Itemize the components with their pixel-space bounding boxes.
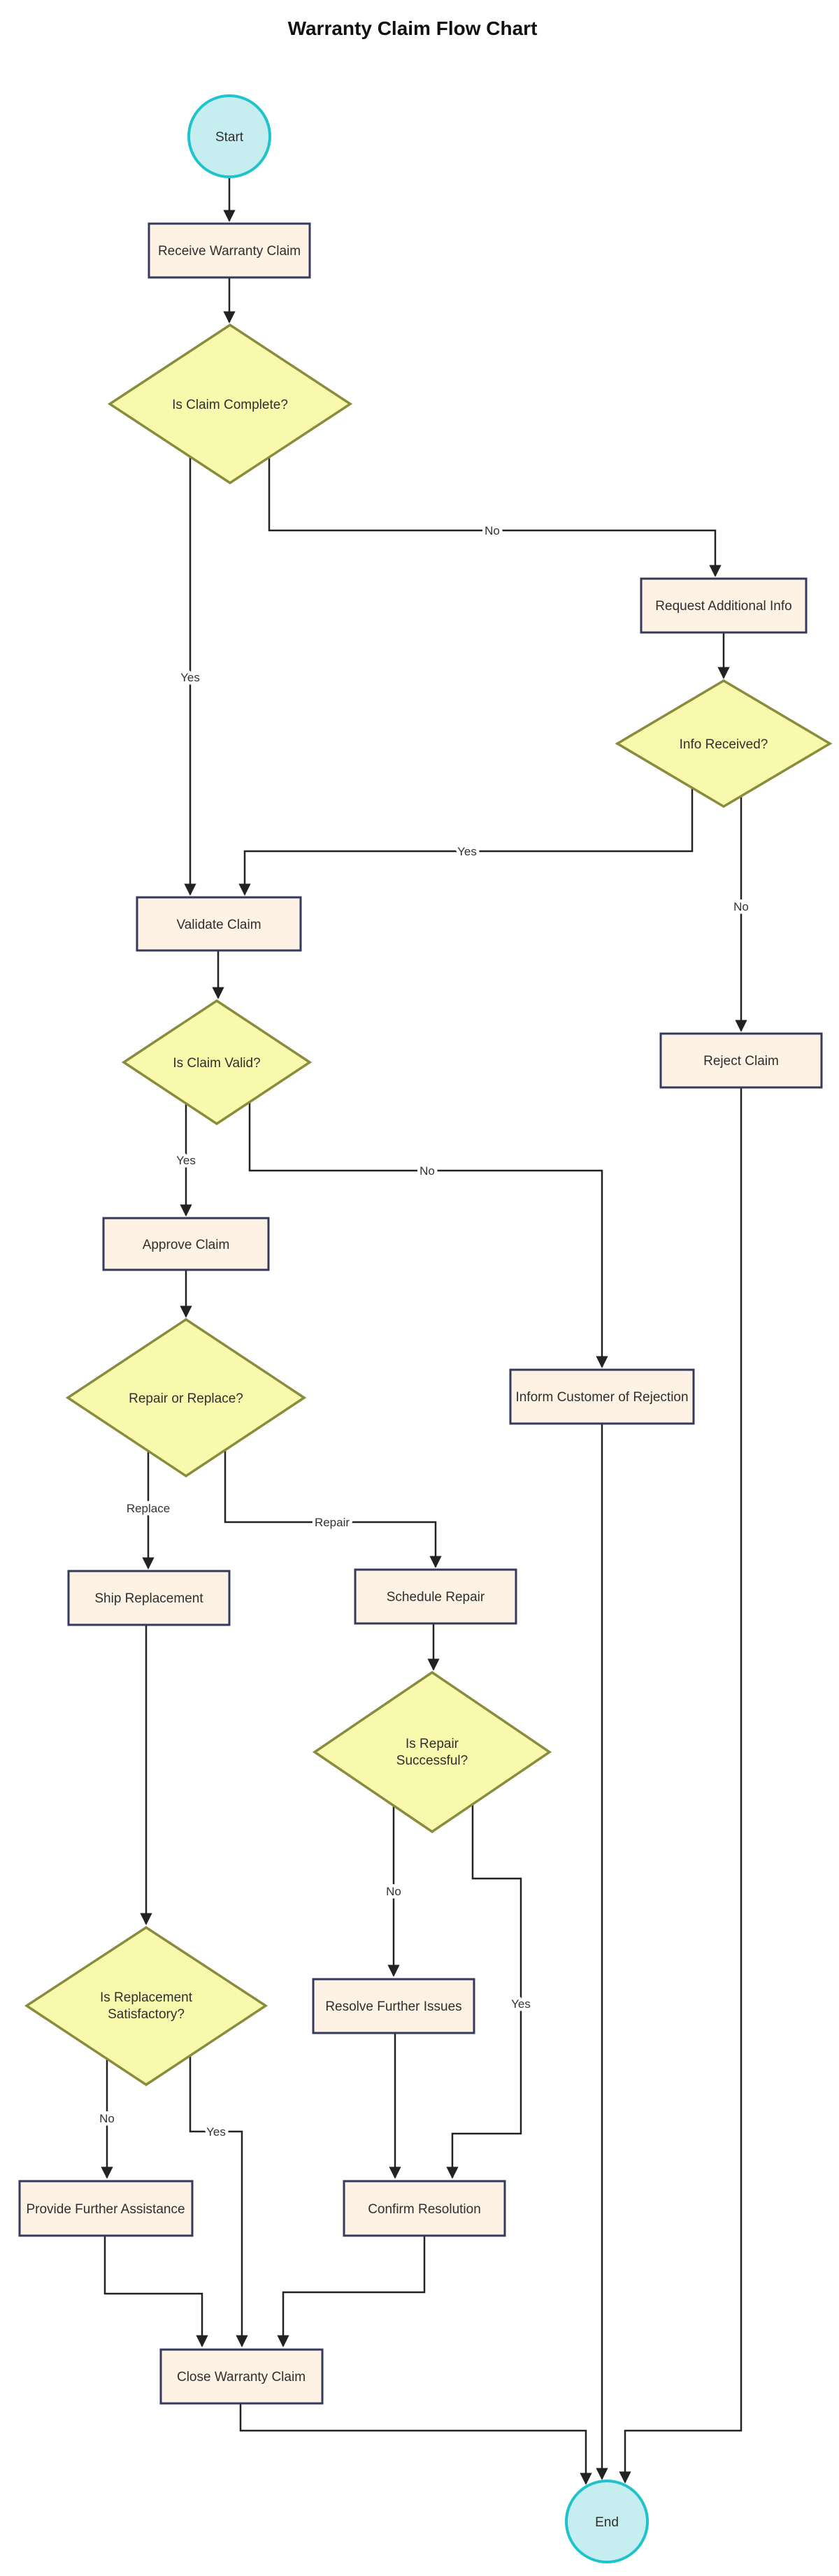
replacement-satisfactory-shape — [24, 1925, 268, 2087]
edges — [101, 177, 747, 2485]
claim-valid-label: Is Claim Valid? — [173, 1056, 260, 1071]
edge-repair-to-schedule — [224, 1450, 442, 1568]
node-info-received: Info Received? — [615, 679, 833, 809]
node-end: End — [565, 2480, 649, 2563]
edge-label-valid-yes: Yes — [176, 1154, 196, 1167]
edge-label-repair: Repair — [315, 1516, 350, 1529]
close-claim-label: Close Warranty Claim — [177, 2370, 306, 2385]
node-repair-or-replace: Repair or Replace? — [65, 1317, 307, 1478]
confirm-resolution-shape — [343, 2180, 506, 2237]
start-terminal-shape — [187, 94, 271, 178]
claim-complete-label: Is Claim Complete? — [172, 398, 288, 412]
provide-assistance-label: Provide Further Assistance — [26, 2202, 185, 2217]
node-confirm-resolution: Confirm Resolution — [343, 2180, 506, 2237]
edge-provide-to-close — [103, 2236, 208, 2347]
repair-or-replace-shape — [65, 1317, 307, 1478]
replacement-satisfactory-label-line1: Is Replacement — [100, 1990, 193, 2005]
info-received-shape — [615, 679, 833, 809]
edge-labels: No Yes Yes No Yes No Replace Repair No Y… — [96, 521, 752, 2142]
node-validate-claim: Validate Claim — [136, 896, 302, 952]
node-start: Start — [187, 94, 271, 178]
edge-label-valid-no: No — [420, 1164, 435, 1178]
confirm-resolution-label: Confirm Resolution — [368, 2202, 481, 2217]
request-info-label: Request Additional Info — [655, 599, 791, 614]
chart-title: Warranty Claim Flow Chart — [288, 17, 538, 39]
approve-claim-label: Approve Claim — [143, 1238, 230, 1252]
provide-assistance-shape — [18, 2180, 194, 2237]
edge-valid-no-to-inform — [248, 1102, 608, 1368]
validate-claim-label: Validate Claim — [176, 918, 261, 932]
edge-label-repair-no: No — [386, 1885, 401, 1898]
ship-replacement-shape — [67, 1570, 231, 1626]
info-received-label: Info Received? — [680, 737, 768, 752]
node-request-additional-info: Request Additional Info — [640, 577, 808, 634]
edge-confirm-to-close — [277, 2236, 426, 2347]
edge-complete-no-to-request — [268, 457, 722, 577]
edge-label-complete-no: No — [485, 524, 500, 537]
node-resolve-further-issues: Resolve Further Issues — [312, 1978, 475, 2034]
node-close-warranty-claim: Close Warranty Claim — [159, 2348, 324, 2405]
start-label: Start — [215, 130, 244, 145]
edge-label-repair-yes: Yes — [511, 1997, 531, 2011]
edge-label-satisfactory-yes: Yes — [206, 2125, 226, 2139]
edge-label-satisfactory-no: No — [99, 2112, 115, 2125]
resolve-issues-shape — [312, 1978, 475, 2034]
edge-label-info-no: No — [733, 900, 749, 913]
node-approve-claim: Approve Claim — [102, 1217, 270, 1271]
end-label: End — [595, 2515, 619, 2530]
node-ship-replacement: Ship Replacement — [67, 1570, 231, 1626]
edge-inforeceived-yes-to-validate — [238, 788, 694, 896]
replacement-satisfactory-label-line2: Satisfactory? — [108, 2007, 185, 2022]
reject-claim-label: Reject Claim — [703, 1054, 779, 1069]
edge-reject-to-end — [619, 1087, 743, 2484]
schedule-repair-shape — [354, 1568, 517, 1625]
edge-satisfactory-yes-to-close — [189, 2055, 248, 2347]
claim-valid-shape — [121, 999, 313, 1126]
inform-rejection-shape — [509, 1368, 695, 1425]
edge-label-info-yes: Yes — [457, 845, 477, 858]
edge-label-complete-yes: Yes — [180, 671, 200, 684]
validate-claim-shape — [136, 896, 302, 952]
inform-rejection-label: Inform Customer of Rejection — [515, 1390, 688, 1405]
node-provide-further-assistance: Provide Further Assistance — [18, 2180, 194, 2237]
edge-repairsuccess-yes-to-confirm — [446, 1804, 522, 2179]
receive-claim-label: Receive Warranty Claim — [158, 244, 301, 259]
repair-or-replace-label: Repair or Replace? — [129, 1391, 243, 1406]
node-is-replacement-satisfactory: Is Replacement Satisfactory? — [24, 1925, 268, 2087]
reject-claim-shape — [659, 1032, 823, 1089]
repair-successful-label-line2: Successful? — [396, 1753, 468, 1768]
request-info-shape — [640, 577, 808, 634]
approve-claim-shape — [102, 1217, 270, 1271]
node-receive-warranty-claim: Receive Warranty Claim — [148, 222, 311, 279]
repair-successful-shape — [312, 1670, 552, 1834]
edge-close-to-end — [239, 2403, 592, 2485]
resolve-issues-label: Resolve Further Issues — [325, 1999, 461, 2014]
end-terminal-shape — [565, 2480, 649, 2563]
node-is-claim-complete: Is Claim Complete? — [107, 323, 353, 485]
receive-claim-shape — [148, 222, 311, 279]
claim-complete-shape — [107, 323, 353, 485]
node-inform-customer-of-rejection: Inform Customer of Rejection — [509, 1368, 695, 1425]
schedule-repair-label: Schedule Repair — [387, 1590, 485, 1605]
close-claim-shape — [159, 2348, 324, 2405]
repair-successful-label-line1: Is Repair — [406, 1737, 459, 1751]
node-schedule-repair: Schedule Repair — [354, 1568, 517, 1625]
node-reject-claim: Reject Claim — [659, 1032, 823, 1089]
node-is-repair-successful: Is Repair Successful? — [312, 1670, 552, 1834]
edge-label-replace: Replace — [127, 1502, 170, 1515]
ship-replacement-label: Ship Replacement — [94, 1591, 203, 1606]
node-is-claim-valid: Is Claim Valid? — [121, 999, 313, 1126]
